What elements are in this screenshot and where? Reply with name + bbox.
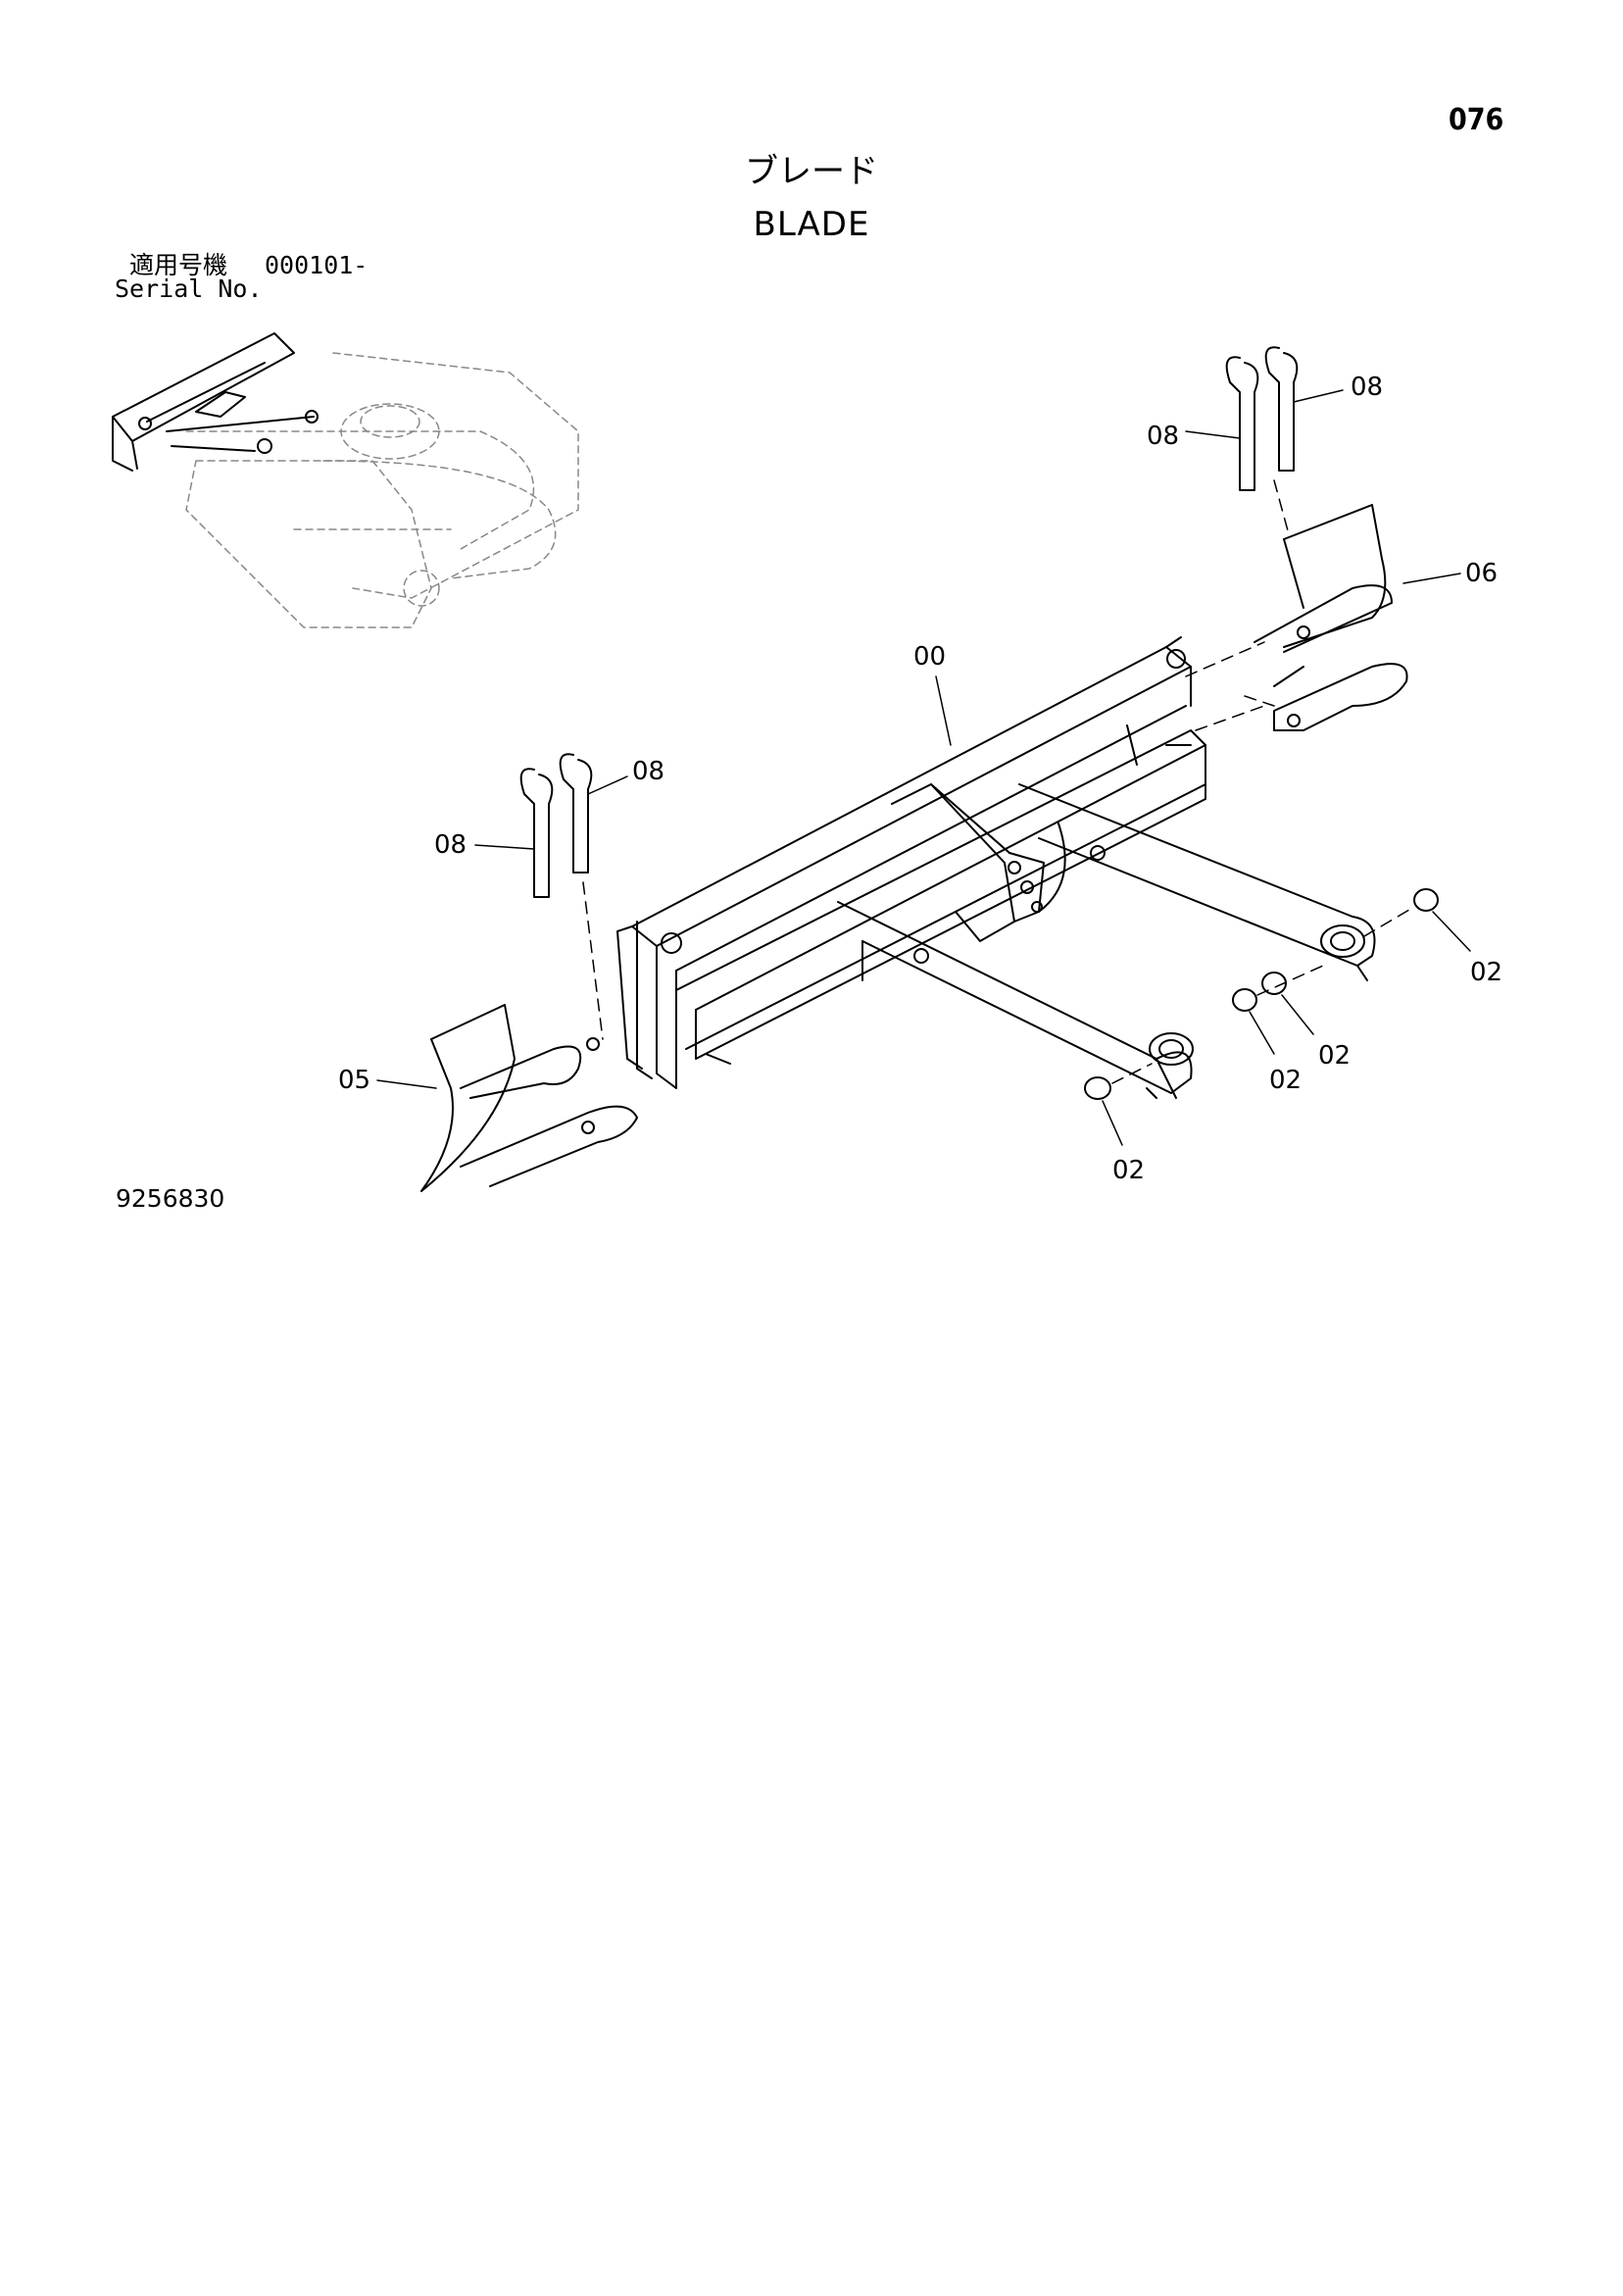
- callout-08-right-inner: 08: [1351, 373, 1383, 402]
- blade-arms: [837, 783, 1376, 1099]
- callout-02-bottom: 02: [1112, 1156, 1145, 1185]
- excavator-overview-thumbnail: [112, 332, 579, 628]
- callout-08-left-outer: 08: [434, 830, 467, 860]
- callout-02-middle-left: 02: [1269, 1066, 1302, 1095]
- right-end-plate-part-06: [1254, 504, 1408, 731]
- left-end-plate-part-05: [420, 1004, 638, 1192]
- alignment-lines: [582, 479, 1415, 1084]
- callout-08-right-outer: 08: [1147, 422, 1179, 451]
- leader-lines: [376, 389, 1471, 1146]
- callout-08-left-inner: 08: [632, 757, 664, 786]
- callout-02-middle-right: 02: [1318, 1041, 1351, 1071]
- callout-06: 06: [1465, 559, 1498, 588]
- callout-05: 05: [338, 1066, 370, 1095]
- washers-part-02: [1084, 888, 1439, 1100]
- blade-frame-part-00: [616, 636, 1206, 1089]
- drawing-number: 9256830: [116, 1184, 225, 1213]
- serial-label-japanese: 適用号機: [129, 251, 228, 279]
- title-japanese: ブレード: [745, 152, 878, 191]
- serial-label-english: Serial No.: [115, 275, 263, 303]
- callout-00: 00: [913, 642, 946, 672]
- title-english: BLADE: [753, 205, 870, 244]
- callout-02-right: 02: [1470, 958, 1502, 987]
- serial-value: 000101-: [265, 251, 369, 279]
- pins-part-08: [519, 346, 1299, 898]
- callout-labels: 08 08 06 00 08 08 05 02 02 02 02: [338, 373, 1502, 1185]
- page-number: 076: [1449, 103, 1504, 137]
